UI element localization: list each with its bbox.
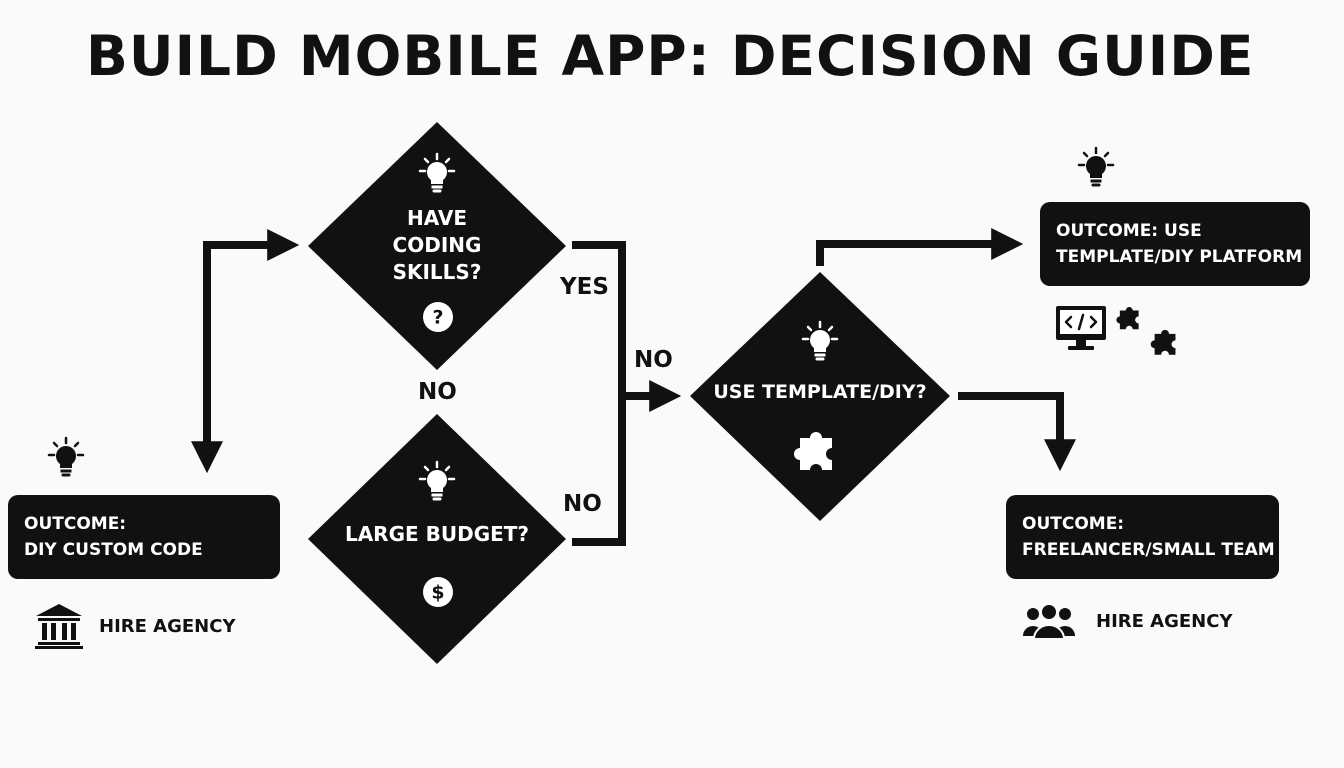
lightbulb-icon [47,436,85,477]
outcome-diy-line2: DIY CUSTOM CODE [24,540,203,560]
connector-template-up [816,228,1024,266]
connector-template-right [958,392,1076,472]
lightbulb-icon [1077,146,1115,187]
branch-label-no-coding: NO [418,379,457,405]
outcome-diy-line1: OUTCOME: [24,514,127,534]
decision-diamond-template [690,272,950,521]
lightbulb-icon [801,320,839,361]
question-icon: ? [423,302,453,332]
puzzle-icon [794,432,832,470]
decision-template-label: USE TEMPLATE/DIY? [713,381,927,403]
outcome-freelancer-line2: FREELANCER/SMALL TEAM [1022,540,1275,560]
people-icon [1023,603,1075,640]
outcome-template-line2: TEMPLATE/DIY PLATFORM [1056,247,1303,267]
decision-coding-line2: CODING [392,233,482,257]
decision-budget-label: LARGE BUDGET? [344,522,530,546]
decision-diamond-budget [308,414,566,664]
outcome-diy-custom-code: OUTCOME: DIY CUSTOM CODE [8,495,280,579]
branch-label-no-budget: NO [563,491,602,517]
decision-diamond-coding [308,122,566,370]
puzzle-icon [1116,307,1139,330]
bank-icon [35,604,83,649]
outcome-freelancer-small-team: OUTCOME: FREELANCER/SMALL TEAM [1006,495,1279,579]
branch-label-yes: YES [560,274,609,300]
puzzle-icon [1150,329,1176,355]
lightbulb-icon [418,152,456,193]
question-badge-text: ? [432,307,443,329]
decision-coding-line3: SKILLS? [392,260,482,284]
dollar-icon: $ [423,577,453,607]
outcome-template-platform: OUTCOME: USE TEMPLATE/DIY PLATFORM [1040,202,1310,286]
decision-coding-label: HAVE CODING SKILLS? [357,205,517,286]
connector-outcome-to-coding [203,229,300,462]
hire-agency-right: HIRE AGENCY [1096,611,1233,632]
code-monitor-icon [1056,306,1106,350]
outcome-template-line1: OUTCOME: USE [1056,221,1202,241]
outcome-freelancer-line1: OUTCOME: [1022,514,1125,534]
hire-agency-left: HIRE AGENCY [99,616,236,637]
branch-label-no-template: NO [634,347,673,373]
dollar-badge-text: $ [431,582,444,604]
lightbulb-icon [418,460,456,501]
page-title: BUILD MOBILE APP: DECISION GUIDE [86,24,1255,88]
decision-coding-line1: HAVE [407,206,467,230]
